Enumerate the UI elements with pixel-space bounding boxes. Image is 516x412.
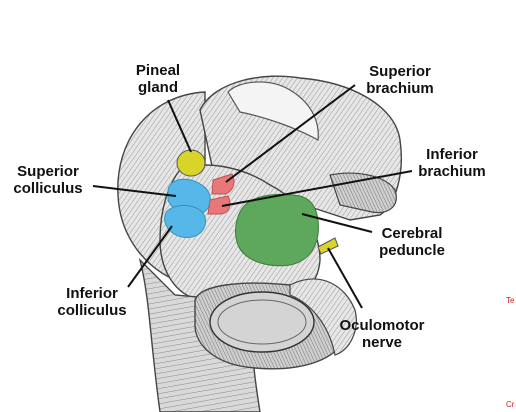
label-pineal-gland: Pineal gland [135,62,181,96]
pineal-gland-shape [176,149,206,177]
cerebral-peduncle-shape [235,193,319,267]
inferior-brachium-shape [207,195,231,215]
label-oculomotor-nerve: Oculomotor nerve [339,317,425,351]
label-superior-colliculus: Superior colliculus [13,163,83,197]
label-inferior-brachium: Inferior brachium [418,146,486,180]
edge-text-bottom: Cr [506,400,515,409]
leader-pineal [167,99,192,153]
label-cerebral-peduncle: Cerebral peduncle [379,225,445,259]
leader-inferior-brachium [221,170,413,207]
leader-inferior-colliculus [127,225,173,288]
label-inferior-colliculus: Inferior colliculus [57,285,127,319]
label-superior-brachium: Superior brachium [366,63,434,97]
pons-oval [209,291,315,353]
leader-oculomotor [327,247,363,309]
leader-superior-brachium [225,84,356,183]
leader-cerebral-peduncle [301,213,373,233]
leader-superior-colliculus [92,185,177,197]
edge-text-top: Te [506,296,515,305]
inferior-colliculus-shape [164,204,207,238]
oculomotor-nerve-shape [317,237,339,255]
